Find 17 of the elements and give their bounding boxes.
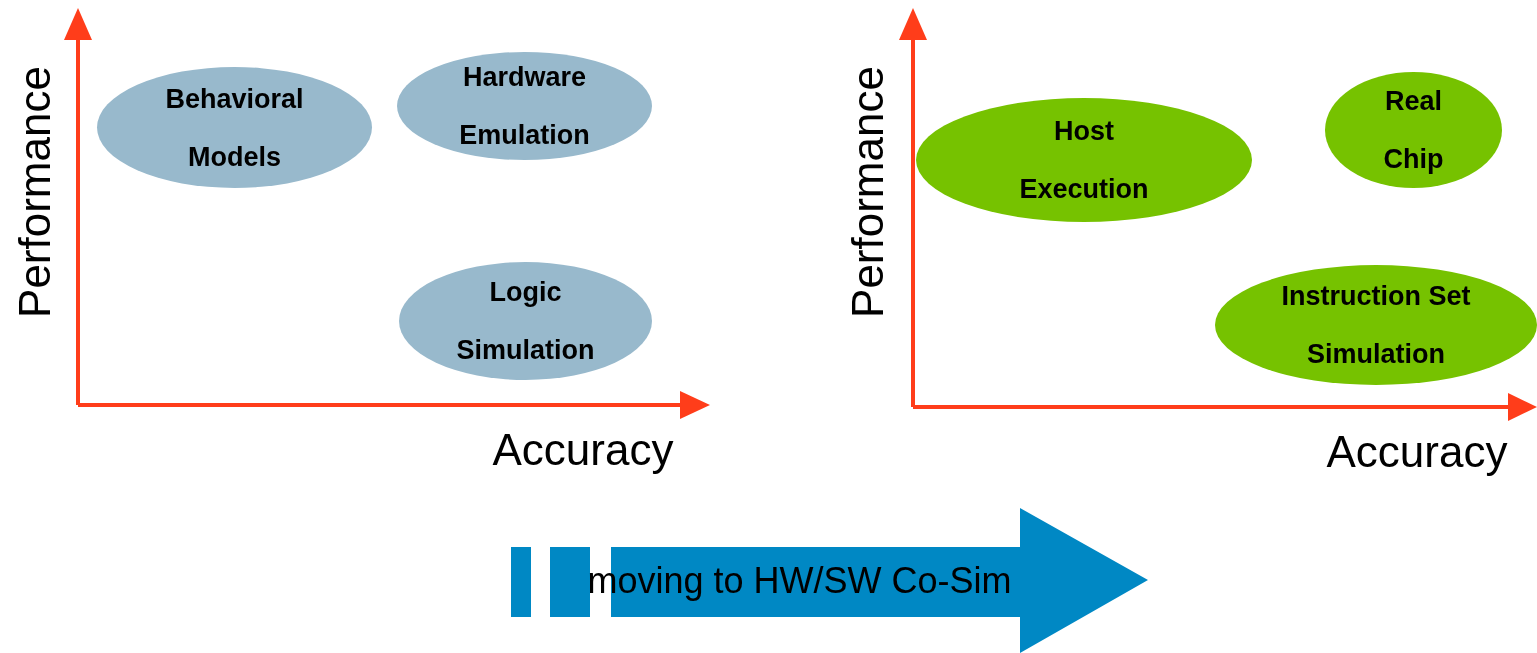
ellipse-shape — [1215, 265, 1537, 385]
ellipse-shape — [1325, 72, 1502, 188]
ellipse-label: Behavioral Models — [164, 82, 305, 174]
ellipse-shape — [399, 262, 652, 380]
ellipse-label: Host Execution — [1018, 115, 1150, 206]
ellipse-label: Hardware Emulation — [458, 61, 591, 152]
ellipse-label: Real Chip — [1382, 85, 1445, 176]
ellipse-shape — [97, 67, 372, 188]
ellipse-shape — [397, 52, 652, 160]
axis-title: Accuracy — [492, 425, 674, 475]
axis-title: Performance — [842, 66, 893, 318]
ellipse-shape — [916, 98, 1252, 222]
axis-title: Accuracy — [1326, 427, 1508, 477]
ellipse-label: Instruction Set Simulation — [1280, 280, 1472, 371]
progress-arrow — [511, 508, 1148, 653]
ellipse-label: Logic Simulation — [455, 276, 596, 367]
axis-title: Performance — [9, 66, 60, 318]
